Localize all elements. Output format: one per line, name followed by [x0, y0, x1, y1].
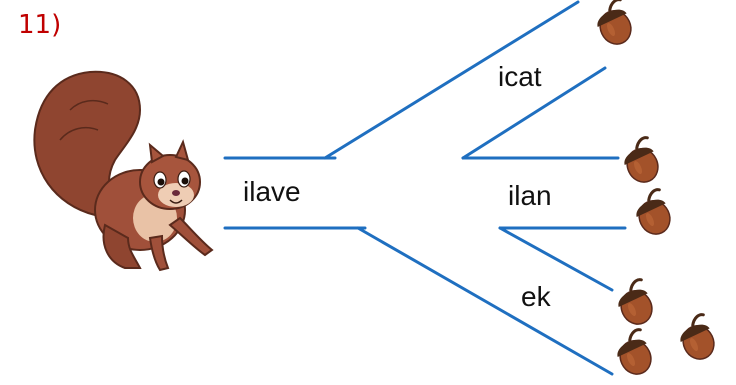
question-number: 11) [18, 10, 61, 40]
ilan-diagonal-line [498, 226, 614, 292]
acorn-icon [589, 0, 639, 52]
word-lower: ek [521, 281, 552, 312]
lower-branch-line [356, 226, 614, 376]
squirrel-illustration [33, 70, 214, 272]
acorn-icon [672, 312, 722, 367]
branch-lines [223, 0, 627, 376]
word-upper: icat [498, 61, 542, 92]
acorn-icon [609, 327, 659, 382]
word-root: ilave [243, 176, 301, 207]
icat-diagonal-line [461, 66, 607, 160]
acorn-icon [616, 135, 666, 190]
acorn-icon [628, 187, 678, 242]
word-middle: ilan [508, 180, 552, 211]
upper-branch-line [323, 0, 580, 160]
acorn-icon [610, 277, 660, 332]
